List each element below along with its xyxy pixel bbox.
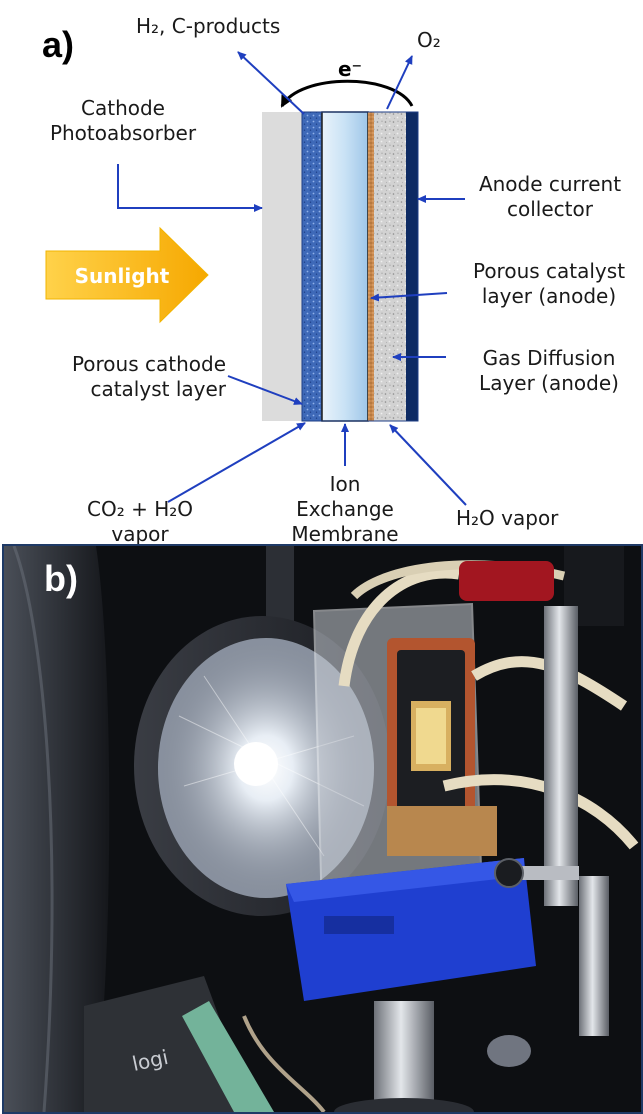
h2o-input-arrow (389, 424, 467, 506)
porous-anode-label: Porous catalyst layer (anode) (472, 259, 626, 308)
co2-input-label: CO₂ + H₂O vapor (87, 497, 193, 546)
screw (509, 866, 579, 880)
membrane-layer (321, 111, 369, 422)
photoabsorber-layer (262, 112, 302, 421)
co2-input-arrow (167, 422, 306, 503)
o2-label: O₂ (417, 28, 441, 52)
products-label: H₂, C-products (136, 14, 281, 38)
collector-layer (406, 112, 418, 421)
green-tape (182, 1001, 274, 1112)
optical-post-right (544, 606, 578, 906)
tubing-1 (338, 567, 460, 687)
electron-label: e⁻ (338, 57, 362, 81)
cathode-catalyst-pointer (227, 375, 303, 405)
panel-b-photo: logi b) (2, 544, 643, 1114)
light-glare (234, 742, 278, 786)
collector-label: Anode current collector (478, 172, 622, 221)
sunlight-arrow (45, 226, 209, 324)
membrane-label: Ion Exchange Membrane (291, 472, 399, 546)
gdl-layer (374, 112, 406, 421)
red-clamp (459, 561, 554, 601)
lamp-housing (4, 546, 110, 1112)
optical-post-center (374, 1001, 434, 1112)
electron-arrow (280, 79, 414, 108)
cell-diagram: Sunlight e⁻ (45, 51, 467, 506)
panel-a-letter: a) (42, 24, 75, 65)
porous-cathode-label: Porous cathode catalyst layer (71, 352, 226, 401)
products-arrow (237, 51, 305, 115)
photoabsorber-pointer (117, 164, 263, 212)
cathode-catalyst-layer (301, 111, 323, 422)
sunlight-label: Sunlight (75, 264, 170, 288)
anode-catalyst-layer (368, 112, 374, 421)
h2o-vapor-label: H₂O vapor (456, 506, 559, 530)
gdl-label: Gas Diffusion Layer (anode) (479, 346, 619, 395)
photo-illustration: logi (4, 546, 641, 1112)
photoabsorber-label: Cathode Photoabsorber (49, 96, 197, 145)
o2-arrow (386, 55, 413, 110)
anode-catalyst-pointer (370, 292, 448, 302)
panel-b-letter: b) (44, 558, 78, 599)
